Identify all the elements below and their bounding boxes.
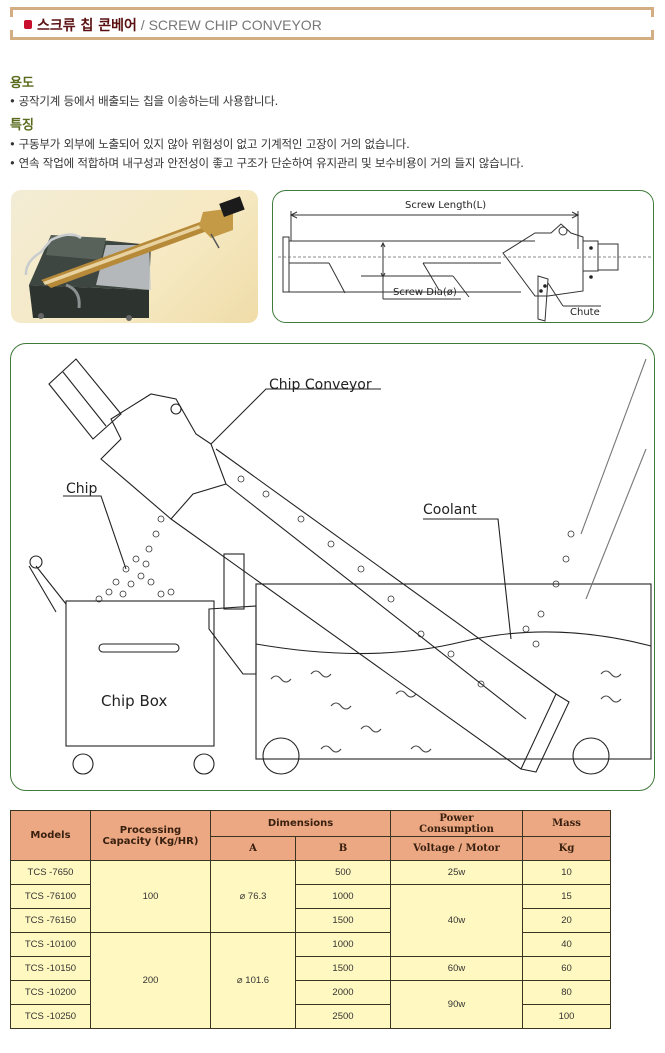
bullet-icon: • xyxy=(9,156,16,170)
header-voltage-motor: Voltage / Motor xyxy=(390,836,523,861)
title-english: SCREW CHIP CONVEYOR xyxy=(148,17,322,33)
chip-conveyor-label: Chip Conveyor xyxy=(269,377,372,393)
screw-dimension-diagram: Screw Length(L) Screw Dia(ø) Chute xyxy=(272,190,654,323)
table-row: TCS -10100 200 ⌀ 101.6 1000 40 xyxy=(10,932,611,1029)
features-heading: 특징 xyxy=(10,118,34,133)
cell-mass: 100 xyxy=(522,1004,611,1029)
cell-dim-b: 1000 xyxy=(295,932,391,957)
cell-mass: 15 xyxy=(522,884,611,909)
cell-power: 90w xyxy=(390,980,523,1029)
product-photo xyxy=(11,190,258,323)
cell-power: 40w xyxy=(390,884,523,957)
cell-mass: 60 xyxy=(522,956,611,981)
chip-label: Chip xyxy=(66,481,98,497)
cell-power: 25w xyxy=(390,860,523,885)
coolant-label: Coolant xyxy=(423,502,477,518)
usage-heading: 용도 xyxy=(10,76,34,91)
cell-dim-b: 2000 xyxy=(295,980,391,1005)
cell-model: TCS -10100 xyxy=(10,932,91,957)
usage-item: •공작기계 등에서 배출되는 칩을 이송하는데 사용합니다. xyxy=(9,94,279,108)
chip-box-label: Chip Box xyxy=(101,692,167,710)
cell-capacity: 200 xyxy=(90,932,211,1029)
cell-dim-a: ⌀ 76.3 xyxy=(210,860,296,933)
cell-model: TCS -76100 xyxy=(10,884,91,909)
bullet-icon: • xyxy=(9,137,16,151)
table-row: TCS -10250 2500 100 xyxy=(10,1004,611,1029)
feature-item: •연속 작업에 적합하며 내구성과 안전성이 좋고 구조가 단순하여 유지관리 … xyxy=(9,156,524,170)
title-separator: / xyxy=(136,17,149,33)
cell-model: TCS -10150 xyxy=(10,956,91,981)
coolant-waves xyxy=(270,670,622,753)
title-bullet-icon xyxy=(24,20,32,29)
cell-dim-b: 500 xyxy=(295,860,391,885)
table-row: TCS -10200 2000 90w 80 xyxy=(10,980,611,1029)
header-dim-a: A xyxy=(210,836,296,861)
screw-length-label: Screw Length(L) xyxy=(405,200,486,211)
cell-dim-b: 1500 xyxy=(295,908,391,933)
chip-conveyor-layout-diagram: Chip Conveyor Chip Coolant Chip Box xyxy=(10,343,655,791)
bullet-icon: • xyxy=(9,94,16,108)
table-row: TCS -10150 1500 60w 60 xyxy=(10,956,611,981)
page-title: 스크류 칩 콘베어 / SCREW CHIP CONVEYOR xyxy=(24,15,322,35)
table-row: TCS -76150 1500 20 xyxy=(10,908,611,933)
cell-model: TCS -76150 xyxy=(10,908,91,933)
cell-model: TCS -10200 xyxy=(10,980,91,1005)
header-mass: Mass xyxy=(522,810,611,837)
dimension-drawing: Screw Length(L) Screw Dia(ø) Chute xyxy=(278,200,653,322)
cell-dim-a: ⌀ 101.6 xyxy=(210,932,296,1029)
header-models: Models xyxy=(10,810,91,861)
cell-dim-b: 1500 xyxy=(295,956,391,981)
cell-capacity: 100 xyxy=(90,860,211,933)
cell-mass: 40 xyxy=(522,932,611,957)
cell-model: TCS -7650 xyxy=(10,860,91,885)
page-title-box: 스크류 칩 콘베어 / SCREW CHIP CONVEYOR xyxy=(10,7,654,40)
cell-dim-b: 1000 xyxy=(295,884,391,909)
table-row: TCS -7650 100 ⌀ 76.3 500 25w 10 xyxy=(10,860,611,933)
chute-label: Chute xyxy=(570,307,600,318)
title-korean: 스크류 칩 콘베어 xyxy=(37,18,137,34)
cell-power: 60w xyxy=(390,956,523,981)
cell-dim-b: 2500 xyxy=(295,1004,391,1029)
chip-particles xyxy=(95,475,575,688)
cell-mass: 80 xyxy=(522,980,611,1005)
table-row: TCS -76100 1000 40w 15 xyxy=(10,884,611,957)
cell-model: TCS -10250 xyxy=(10,1004,91,1029)
header-kg: Kg xyxy=(522,836,611,861)
layout-drawing: Chip Conveyor Chip Coolant Chip Box xyxy=(28,358,652,775)
screw-dia-label: Screw Dia(ø) xyxy=(393,287,457,298)
header-dim-b: B xyxy=(295,836,391,861)
screw-conveyor-photo-illustration xyxy=(24,196,245,321)
header-dimensions: Dimensions xyxy=(210,810,391,837)
cell-mass: 20 xyxy=(522,908,611,933)
feature-item: •구동부가 외부에 노출되어 있지 않아 위험성이 없고 기계적인 고장이 거의… xyxy=(9,137,410,151)
cell-mass: 10 xyxy=(522,860,611,885)
